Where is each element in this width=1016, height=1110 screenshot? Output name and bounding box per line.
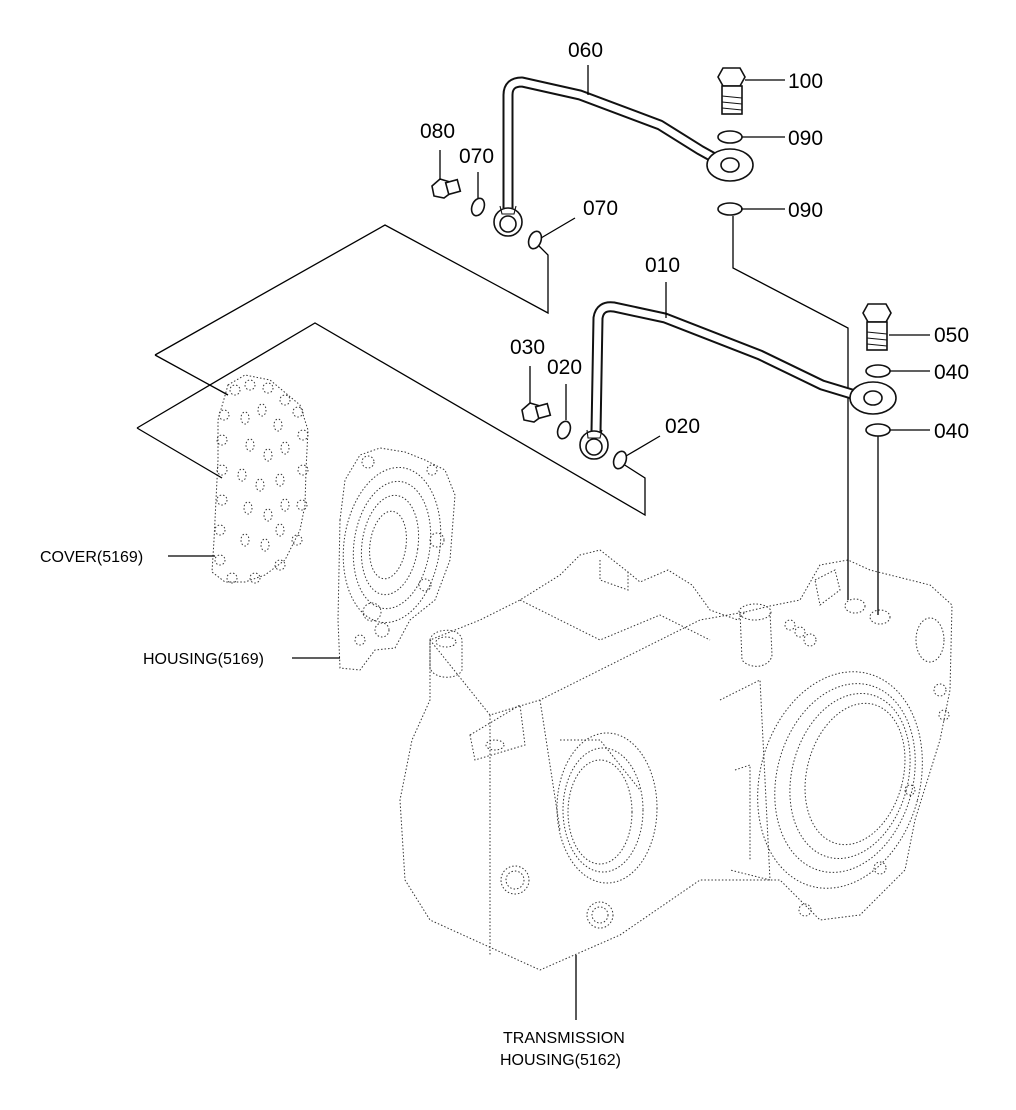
label-transmission-line2: HOUSING(5162): [500, 1052, 621, 1069]
pipe-060-drawing: [493, 76, 754, 237]
assembly-guide-lines: [136, 216, 879, 615]
transmission-housing-drawing: [399, 549, 953, 971]
label-housing: HOUSING(5169): [143, 651, 264, 668]
label-090-bottom: 090: [788, 199, 823, 222]
label-020-left: 020: [547, 356, 582, 379]
label-070-right: 070: [583, 197, 618, 220]
o-rings: [470, 130, 891, 470]
banjo-bolt-100: [717, 67, 746, 115]
label-100: 100: [788, 70, 823, 93]
label-010: 010: [645, 254, 680, 277]
label-060: 060: [568, 39, 603, 62]
part-labels: 060 100 090 080 070 070 090 010 050 030 …: [40, 39, 969, 1069]
label-030: 030: [510, 336, 545, 359]
leader-lines: [168, 65, 930, 1020]
label-090-top: 090: [788, 127, 823, 150]
plug-080: [431, 178, 462, 199]
cover-plate-drawing: [211, 374, 309, 584]
plug-030: [521, 402, 552, 423]
label-040-top: 040: [934, 361, 969, 384]
label-020-right: 020: [665, 415, 700, 438]
banjo-bolt-050: [862, 303, 892, 351]
label-070-left: 070: [459, 145, 494, 168]
label-040-bottom: 040: [934, 420, 969, 443]
pipe-010-drawing: [579, 301, 897, 460]
label-080: 080: [420, 120, 455, 143]
valve-housing-drawing: [337, 447, 456, 671]
label-transmission-line1: TRANSMISSION: [503, 1030, 625, 1047]
label-cover: COVER(5169): [40, 549, 143, 566]
label-050: 050: [934, 324, 969, 347]
